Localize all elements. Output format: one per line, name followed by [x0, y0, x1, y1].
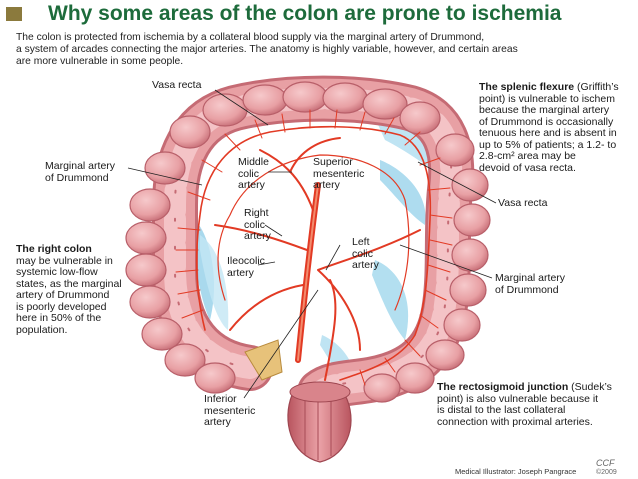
note-heading: The rectosigmoid junction — [437, 381, 569, 393]
label-line: colic — [238, 167, 260, 180]
superior-mesenteric-artery-label: Superior mesenteric artery — [313, 156, 365, 192]
note-line: population. — [16, 323, 68, 336]
label-line: of Drummond — [495, 283, 559, 296]
note-line: point) is also vulnerable because it — [437, 392, 599, 405]
arteries — [175, 109, 453, 386]
label-line: colic — [352, 247, 374, 260]
haustra — [125, 81, 491, 403]
label-line: Inferior — [204, 393, 237, 405]
note-line: devoid of vasa recta. — [479, 161, 576, 174]
note-line: of Drummond is occasionally — [479, 115, 614, 128]
middle-colic-artery-label: Middle colic artery — [238, 156, 269, 192]
intro-line: The colon is protected from ischemia by … — [16, 32, 485, 43]
note-line: up to 5% of patients; a 1.2- to — [479, 138, 617, 151]
label-line: artery — [227, 266, 254, 279]
ileocolic-artery-label: Ileocolic artery — [227, 255, 265, 279]
note-line: may be vulnerable in — [16, 254, 113, 267]
vasa-recta-right-label: Vasa recta — [498, 197, 548, 209]
inferior-mesenteric-artery-label: Inferior mesenteric artery — [204, 393, 256, 429]
label-line: Left — [352, 236, 370, 248]
note-line: point) is vulnerable to ischem — [479, 92, 615, 105]
cecum-fat — [244, 339, 283, 381]
note-line: artery of Drummond — [16, 289, 110, 301]
label-line: Marginal artery — [495, 272, 566, 284]
note-line: 2.8-cm² area may be — [479, 150, 576, 162]
label-line: of Drummond — [45, 171, 109, 184]
label-line: colic — [244, 218, 266, 231]
note-text: (Griffith’s — [574, 81, 619, 93]
label-line: Superior — [313, 156, 353, 168]
intro-line: are more vulnerable in some people. — [16, 56, 184, 67]
rectosigmoid-junction-note: The rectosigmoid junction (Sudek’s point… — [437, 381, 612, 428]
note-line: systemic low-flow — [16, 266, 98, 278]
note-heading: The splenic flexure — [479, 81, 575, 93]
rectum — [287, 381, 352, 463]
note-first-line: The rectosigmoid junction (Sudek’s — [437, 381, 612, 394]
vasa-recta-top-label: Vasa recta — [152, 79, 202, 91]
label-line: mesenteric — [313, 167, 365, 180]
intro-line: a system of arcades connecting the major… — [16, 44, 518, 55]
marginal-artery-left-label: Marginal artery of Drummond — [45, 160, 116, 184]
note-line: is poorly developed — [16, 300, 107, 313]
note-first-line: The splenic flexure (Griffith’s — [479, 81, 619, 94]
label-line: artery — [313, 179, 340, 191]
logo-year: ©2009 — [596, 469, 617, 476]
label-line: artery — [352, 259, 379, 271]
label-line: Right — [244, 207, 269, 219]
logo-text: CCF — [596, 458, 615, 468]
intro-paragraph: The colon is protected from ischemia by … — [16, 32, 634, 68]
title-bullet — [6, 7, 22, 21]
right-colic-artery-label: Right colic artery — [244, 207, 271, 243]
splenic-flexure-note: The splenic flexure (Griffith’s point) i… — [479, 81, 619, 174]
note-heading: The right colon — [16, 243, 92, 255]
illustrator-credit: Medical Illustrator: Joseph Pangrace — [455, 467, 577, 476]
note-line: states, as the marginal — [16, 277, 122, 290]
label-line: artery — [238, 179, 265, 191]
note-line: here in 50% of the — [16, 312, 102, 324]
ccf-logo: CCF ©2009 — [596, 459, 617, 477]
left-colic-artery-label: Left colic artery — [352, 236, 379, 272]
label-line: Ileocolic — [227, 255, 265, 267]
label-line: Marginal artery — [45, 160, 116, 172]
note-line: tenuous here and is absent in — [479, 127, 617, 139]
label-line: artery — [244, 230, 271, 242]
leader-lines — [127, 89, 497, 399]
label-line: Middle — [238, 156, 269, 168]
label-line: artery — [204, 416, 231, 428]
note-line: because the marginal artery — [479, 104, 610, 116]
marginal-artery-right-label: Marginal artery of Drummond — [495, 272, 566, 296]
note-line: connection with proximal arteries. — [437, 415, 593, 428]
note-text: (Sudek’s — [568, 381, 612, 393]
label-line: mesenteric — [204, 404, 256, 417]
note-line: is distal to the last collateral — [437, 404, 566, 416]
page-title: Why some areas of the colon are prone to… — [48, 2, 562, 25]
right-colon-note: The right colon may be vulnerable in sys… — [16, 243, 122, 336]
